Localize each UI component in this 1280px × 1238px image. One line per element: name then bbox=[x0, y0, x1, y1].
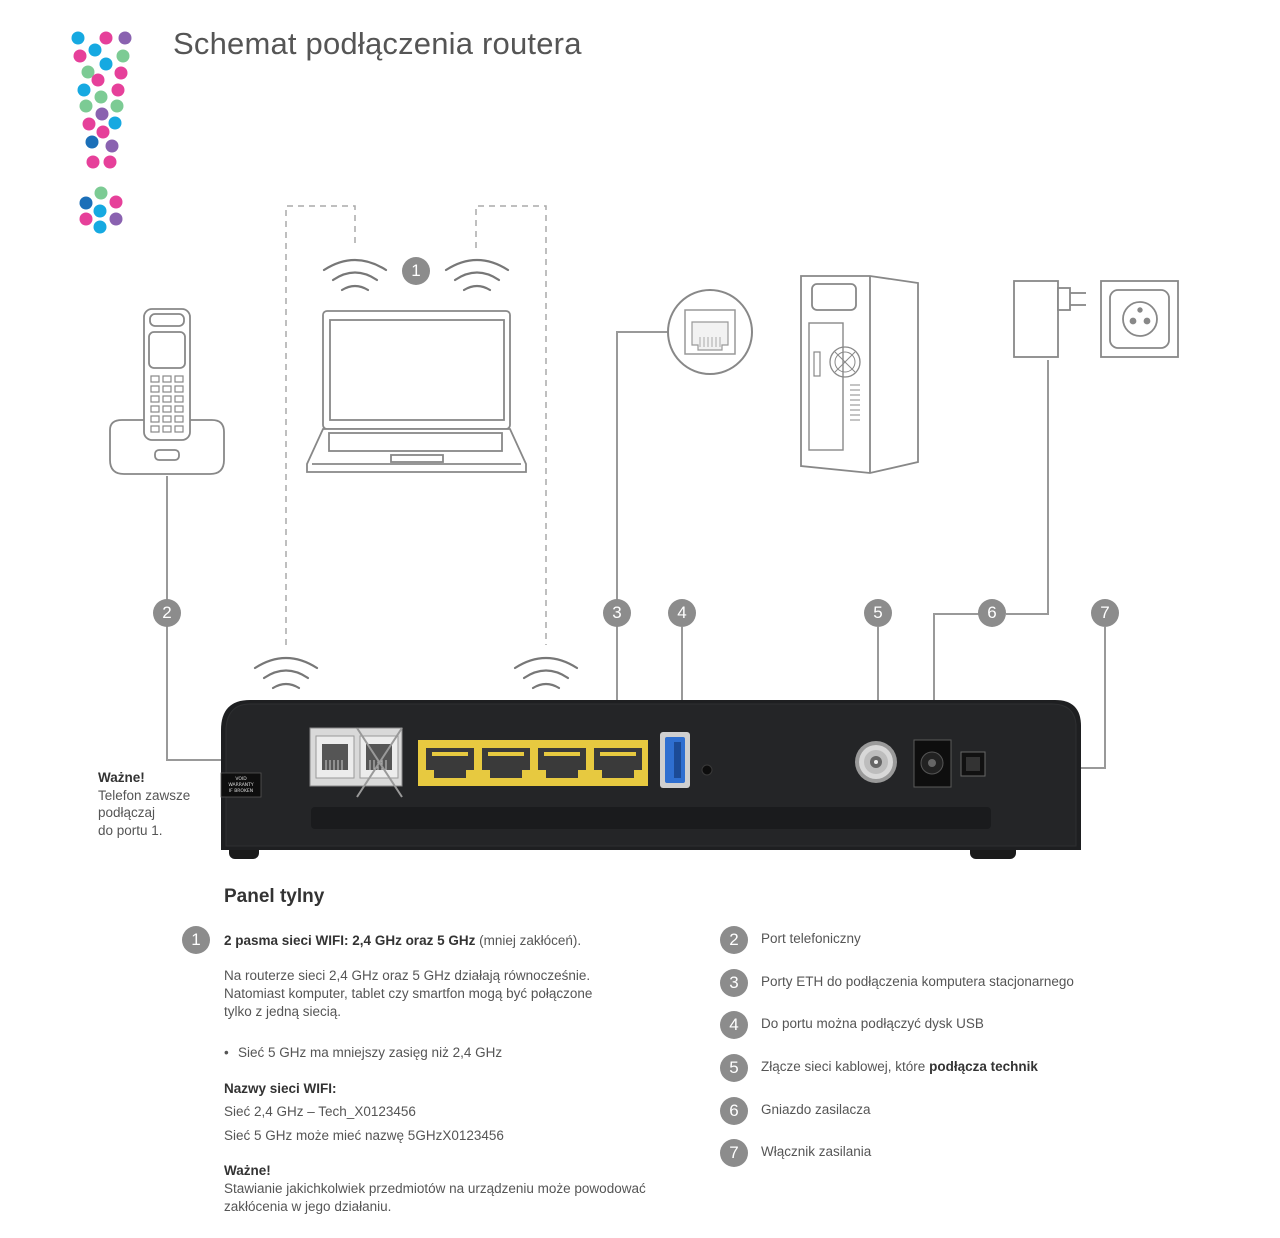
laptop-icon bbox=[306, 310, 527, 473]
legend-label: Złącze sieci kablowej, które podłącza te… bbox=[761, 1059, 1038, 1074]
warning-text: Stawianie jakichkolwiek przedmiotów na u… bbox=[224, 1180, 646, 1216]
legend-label: Włącznik zasilania bbox=[761, 1144, 872, 1159]
warning-heading: Ważne! bbox=[224, 1162, 271, 1180]
ethernet-port-icon bbox=[667, 289, 753, 375]
power-adapter-icon bbox=[1013, 280, 1086, 358]
item1-heading: 2 pasma sieci WIFI: 2,4 GHz oraz 5 GHz (… bbox=[224, 932, 581, 950]
void-label-3: IF BROKEN bbox=[229, 788, 253, 794]
legend-label-text: Złącze sieci kablowej, które bbox=[761, 1059, 930, 1074]
badge-power-jack-number: 6 bbox=[978, 599, 1006, 627]
phone-note-line-2: podłączaj bbox=[98, 805, 156, 820]
phone-note-line-1: Telefon zawsze bbox=[98, 787, 191, 803]
usb-port bbox=[660, 732, 690, 788]
panel-title: Panel tylny bbox=[224, 886, 325, 907]
legend-badge: 2 bbox=[720, 926, 748, 954]
item1-paragraph-line-3: tylko z jedną siecią. bbox=[224, 1004, 342, 1019]
item1-badge: 1 bbox=[182, 926, 210, 954]
item1-paragraph: Na routerze sieci 2,4 GHz oraz 5 GHz dzi… bbox=[224, 967, 592, 1021]
badge-power-switch-number: 7 bbox=[1091, 599, 1119, 627]
desktop-computer-icon bbox=[800, 275, 919, 474]
wifi-name-5: Sieć 5 GHz może mieć nazwę 5GHzX0123456 bbox=[224, 1128, 504, 1143]
wifi-icon bbox=[253, 259, 579, 690]
legend-badge: 6 bbox=[720, 1097, 748, 1125]
void-label-1: VOID bbox=[235, 776, 247, 782]
phone-ports bbox=[309, 727, 403, 798]
reset-button bbox=[701, 764, 713, 776]
legend-badge: 4 bbox=[720, 1011, 748, 1039]
phone-note-line-3: do portu 1. bbox=[98, 822, 163, 838]
brand-logo bbox=[71, 31, 132, 234]
wifi-names-heading-text: Nazwy sieci WIFI: bbox=[224, 1081, 337, 1096]
void-label-2: WARRANTY bbox=[228, 782, 254, 788]
ethernet-ports bbox=[418, 740, 648, 786]
item1-paragraph-line-1: Na routerze sieci 2,4 GHz oraz 5 GHz dzi… bbox=[224, 968, 591, 983]
badge-usb-number: 4 bbox=[668, 599, 696, 627]
wifi-dashed-lines bbox=[285, 205, 547, 645]
coax-connector bbox=[855, 741, 897, 783]
legend-badge: 5 bbox=[720, 1054, 748, 1082]
badge-phone-port-number: 2 bbox=[153, 599, 181, 627]
legend-badge: 7 bbox=[720, 1139, 748, 1167]
item1-bullet: Sieć 5 GHz ma mniejszy zasięg niż 2,4 GH… bbox=[238, 1045, 503, 1060]
legend-badge: 3 bbox=[720, 969, 748, 997]
badge-wifi-number: 1 bbox=[402, 257, 430, 285]
legend-label: Do portu można podłączyć dysk USB bbox=[761, 1016, 984, 1031]
wall-socket-icon bbox=[1100, 280, 1179, 358]
item1-paragraph-line-2: Natomiast komputer, tablet czy smartfon … bbox=[224, 986, 593, 1001]
item1-heading-rest: (mniej zakłóceń). bbox=[475, 933, 582, 948]
badge-coax-number: 5 bbox=[864, 599, 892, 627]
power-switch bbox=[960, 751, 986, 777]
phone-icon bbox=[109, 308, 225, 475]
page-title: Schemat podłączenia routera bbox=[173, 26, 582, 61]
item1-heading-bold: 2 pasma sieci WIFI: 2,4 GHz oraz 5 GHz bbox=[224, 933, 476, 948]
warning-heading-text: Ważne! bbox=[224, 1163, 271, 1178]
router-connection-diagram: VOID WARRANTY IF BROKEN bbox=[71, 31, 1179, 859]
legend-label: Port telefoniczny bbox=[761, 931, 861, 946]
warning-line-1: Stawianie jakichkolwiek przedmiotów na u… bbox=[224, 1181, 646, 1196]
legend-label: Porty ETH do podłączenia komputera stacj… bbox=[761, 974, 1074, 989]
phone-note: Ważne! Telefon zawsze podłączaj do portu… bbox=[98, 769, 190, 839]
phone-keypad bbox=[150, 375, 184, 433]
badge-eth-ports-number: 3 bbox=[603, 599, 631, 627]
item1-bullet-dot: • bbox=[224, 1045, 229, 1060]
legend-label: Gniazdo zasilacza bbox=[761, 1102, 871, 1117]
phone-note-heading: Ważne! bbox=[98, 770, 145, 785]
power-jack bbox=[913, 739, 952, 788]
warning-line-2: zakłócenia w jego działaniu. bbox=[224, 1199, 392, 1214]
wifi-names-heading: Nazwy sieci WIFI: bbox=[224, 1080, 337, 1098]
router-back-panel: VOID WARRANTY IF BROKEN bbox=[220, 700, 1081, 859]
wifi-name-24: Sieć 2,4 GHz – Tech_X0123456 bbox=[224, 1104, 416, 1119]
legend-label-bold: podłącza technik bbox=[929, 1059, 1038, 1074]
